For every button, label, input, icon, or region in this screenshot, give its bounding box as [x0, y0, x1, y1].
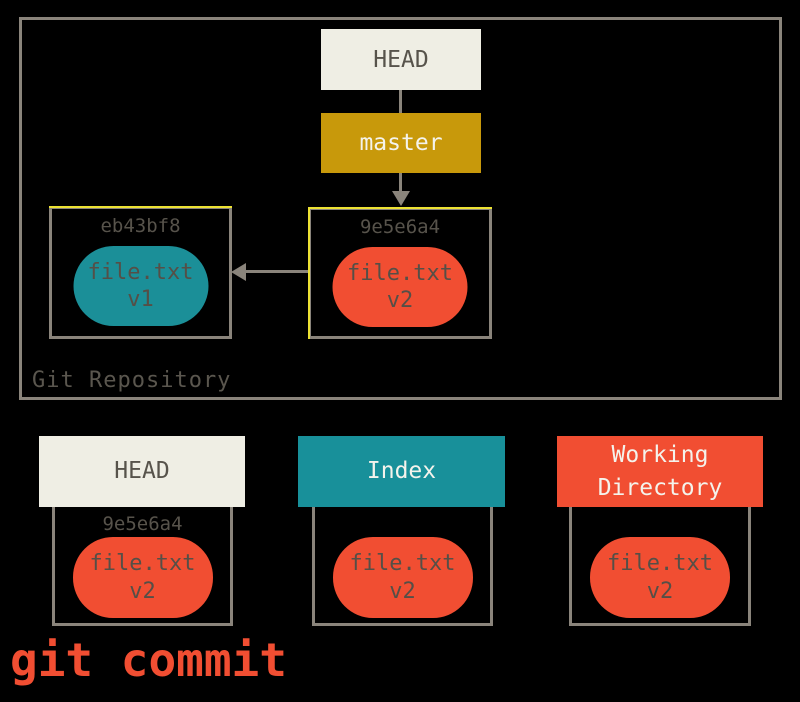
commit-hash-label: 9e5e6a4 [102, 513, 183, 535]
head-to-master-connector [399, 90, 402, 113]
area-header-head: HEAD [39, 436, 245, 507]
file-blob-v1: file.txt v1 [73, 246, 208, 326]
file-version: v2 [646, 578, 674, 604]
arrow-down-icon [392, 191, 410, 206]
area-header-index: Index [298, 436, 505, 507]
area-container-head: 9e5e6a4 file.txt v2 [52, 507, 233, 626]
master-branch-box: master [321, 113, 481, 173]
yellow-accent-line [308, 207, 492, 209]
commit-box-eb43bf8: eb43bf8 file.txt v1 [49, 206, 232, 339]
head-ref-label: HEAD [373, 46, 429, 73]
commit-parent-connector [245, 270, 308, 273]
head-ref-box: HEAD [321, 29, 481, 90]
area-title: Working Directory [597, 442, 723, 501]
area-container-working-directory: file.txt v2 [569, 507, 751, 626]
area-title: Index [366, 458, 437, 485]
commit-hash-label: 9e5e6a4 [359, 216, 441, 238]
file-name: file.txt [347, 260, 453, 286]
file-blob-v2: file.txt v2 [590, 537, 730, 618]
commit-box-9e5e6a4: 9e5e6a4 file.txt v2 [308, 207, 492, 339]
master-branch-label: master [359, 130, 443, 156]
file-name: file.txt [349, 551, 456, 576]
area-header-working-directory: Working Directory [557, 436, 763, 507]
file-name: file.txt [87, 259, 194, 285]
file-blob-v2: file.txt v2 [72, 537, 213, 618]
file-version: v2 [386, 288, 414, 313]
yellow-accent-line [308, 207, 310, 339]
commit-hash-label: eb43bf8 [100, 215, 181, 237]
command-caption: git commit [10, 633, 287, 687]
git-repository-label: Git Repository [32, 368, 232, 393]
file-version: v2 [389, 578, 416, 604]
file-name: file.txt [607, 551, 713, 576]
master-to-commit-connector [399, 173, 402, 192]
file-blob-v2: file.txt v2 [332, 247, 468, 327]
area-container-index: file.txt v2 [312, 507, 493, 626]
area-title: HEAD [114, 458, 170, 485]
arrow-left-icon [231, 263, 246, 281]
file-version: v1 [127, 287, 154, 312]
git-repository-box [19, 17, 782, 400]
file-blob-v2: file.txt v2 [332, 537, 473, 618]
file-version: v2 [129, 578, 156, 604]
file-name: file.txt [89, 551, 196, 576]
yellow-accent-line [49, 206, 232, 208]
